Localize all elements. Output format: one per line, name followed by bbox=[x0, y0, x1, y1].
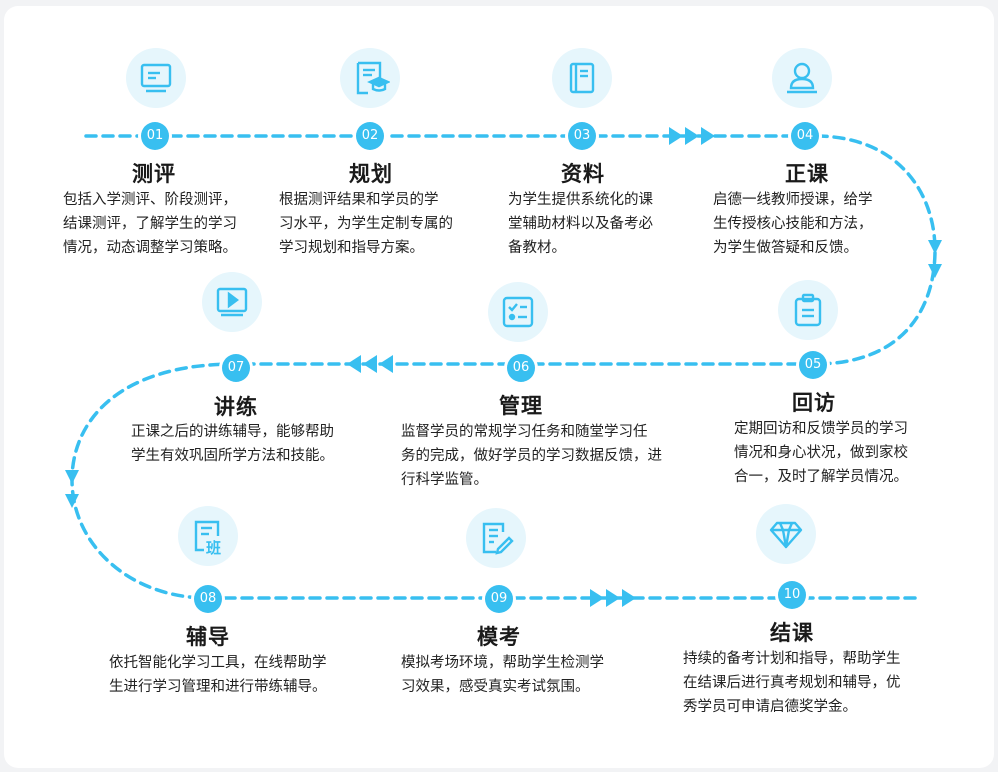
desc-line: 启德一线教师授课，给学 bbox=[713, 192, 873, 208]
step-6-icon-wrap bbox=[488, 282, 548, 342]
desc-line: 情况和身心状况，做到家校 bbox=[734, 445, 908, 461]
arrow-down-icon bbox=[928, 240, 942, 254]
step-5-title: 回访 bbox=[792, 392, 836, 415]
desc-line: 学生有效巩固所学方法和技能。 bbox=[131, 448, 334, 464]
arrow-down-icon bbox=[65, 470, 79, 484]
step-2-title: 规划 bbox=[349, 163, 393, 186]
step-1-description: 包括入学测评、阶段测评， 结课测评，了解学生的学习 情况，动态调整学习策略。 bbox=[63, 188, 237, 260]
arrow-right-icon bbox=[701, 127, 715, 145]
desc-line: 包括入学测评、阶段测评， bbox=[63, 192, 237, 208]
step-4-title: 正课 bbox=[785, 163, 829, 186]
arrow-right-icon bbox=[669, 127, 683, 145]
desc-line: 习效果，感受真实考试氛围。 bbox=[401, 679, 590, 695]
document-graduation-cap-icon bbox=[356, 61, 390, 95]
desc-line: 为学生做答疑和反馈。 bbox=[713, 240, 858, 256]
step-3-number-badge: 03 bbox=[568, 122, 596, 150]
step-6-number-badge: 06 bbox=[507, 354, 535, 382]
step-3-description: 为学生提供系统化的课 堂辅助材料以及备考必 备教材。 bbox=[508, 188, 653, 260]
exam-paper-pencil-icon bbox=[482, 522, 514, 555]
step-2-number-badge: 02 bbox=[356, 122, 384, 150]
class-document-icon: 班 bbox=[194, 520, 221, 556]
step-10-number-badge: 10 bbox=[778, 581, 806, 609]
flow-path-row1 bbox=[84, 134, 937, 366]
step-10-title: 结课 bbox=[770, 622, 814, 645]
arrow-right-icon bbox=[622, 589, 636, 607]
step-7-title: 讲练 bbox=[214, 396, 258, 419]
step-3-icon-wrap bbox=[552, 48, 612, 108]
desc-line: 持续的备考计划和指导，帮助学生 bbox=[683, 651, 901, 667]
desc-line: 习水平，为学生定制专属的 bbox=[279, 216, 453, 232]
step-4-icon-wrap bbox=[772, 48, 832, 108]
diagram-panel bbox=[4, 6, 994, 768]
arrow-down-icon bbox=[65, 494, 79, 508]
step-3-title: 资料 bbox=[561, 163, 605, 186]
step-6-title: 管理 bbox=[499, 395, 543, 418]
desc-line: 情况，动态调整学习策略。 bbox=[63, 240, 237, 256]
step-1-icon-wrap bbox=[126, 48, 186, 108]
step-5-number-badge: 05 bbox=[799, 351, 827, 379]
arrow-left-icon bbox=[363, 355, 377, 373]
desc-line: 生传授核心技能和方法， bbox=[713, 216, 873, 232]
arrow-left-icon bbox=[347, 355, 361, 373]
step-8-description: 依托智能化学习工具，在线帮助学 生进行学习管理和进行带练辅导。 bbox=[109, 651, 327, 699]
direction-arrows bbox=[65, 127, 942, 607]
desc-line: 学习规划和指导方案。 bbox=[279, 240, 424, 256]
diamond-icon bbox=[769, 521, 803, 549]
desc-line: 秀学员可申请启德奖学金。 bbox=[683, 699, 857, 715]
desc-line: 正课之后的讲练辅导，能够帮助 bbox=[131, 424, 334, 440]
step-9-title: 模考 bbox=[477, 626, 521, 649]
step-6-description: 监督学员的常规学习任务和随堂学习任 务的完成，做好学员的学习数据反馈，进 行科学… bbox=[401, 420, 662, 492]
svg-text:班: 班 bbox=[206, 539, 221, 556]
monitor-icon bbox=[140, 63, 172, 93]
arrow-right-icon bbox=[685, 127, 699, 145]
step-10-icon-wrap bbox=[756, 504, 816, 564]
step-1-title: 测评 bbox=[132, 163, 176, 186]
desc-line: 监督学员的常规学习任务和随堂学习任 bbox=[401, 424, 648, 440]
step-4-number-badge: 04 bbox=[791, 122, 819, 150]
desc-line: 生进行学习管理和进行带练辅导。 bbox=[109, 679, 327, 695]
clipboard-icon bbox=[794, 293, 822, 327]
teacher-at-desk-icon bbox=[787, 62, 817, 94]
desc-line: 依托智能化学习工具，在线帮助学 bbox=[109, 655, 327, 671]
step-5-description: 定期回访和反馈学员的学习 情况和身心状况，做到家校 合一，及时了解学员情况。 bbox=[734, 417, 908, 489]
desc-line: 为学生提供系统化的课 bbox=[508, 192, 653, 208]
desc-line: 定期回访和反馈学员的学习 bbox=[734, 421, 908, 437]
desc-line: 务的完成，做好学员的学习数据反馈，进 bbox=[401, 448, 662, 464]
step-4-description: 启德一线教师授课，给学 生传授核心技能和方法， 为学生做答疑和反馈。 bbox=[713, 188, 873, 260]
step-7-icon-wrap bbox=[202, 272, 262, 332]
video-play-icon bbox=[216, 287, 248, 317]
step-9-description: 模拟考场环境，帮助学生检测学 习效果，感受真实考试氛围。 bbox=[401, 651, 604, 699]
desc-line: 结课测评，了解学生的学习 bbox=[63, 216, 237, 232]
step-7-description: 正课之后的讲练辅导，能够帮助 学生有效巩固所学方法和技能。 bbox=[131, 420, 334, 468]
step-9-icon-wrap bbox=[466, 508, 526, 568]
arrow-right-icon bbox=[606, 589, 620, 607]
step-1-number-badge: 01 bbox=[141, 122, 169, 150]
step-10-description: 持续的备考计划和指导，帮助学生 在结课后进行真考规划和辅导，优 秀学员可申请启德… bbox=[683, 647, 901, 719]
step-8-number-badge: 08 bbox=[194, 585, 222, 613]
arrow-right-icon bbox=[590, 589, 604, 607]
desc-line: 根据测评结果和学员的学 bbox=[279, 192, 439, 208]
step-8-title: 辅导 bbox=[186, 626, 230, 649]
desc-line: 堂辅助材料以及备考必 bbox=[508, 216, 653, 232]
book-icon bbox=[569, 62, 595, 94]
step-2-description: 根据测评结果和学员的学 习水平，为学生定制专属的 学习规划和指导方案。 bbox=[279, 188, 453, 260]
step-5-icon-wrap bbox=[778, 280, 838, 340]
desc-line: 合一，及时了解学员情况。 bbox=[734, 469, 908, 485]
desc-line: 行科学监管。 bbox=[401, 472, 488, 488]
checklist-icon bbox=[502, 296, 534, 328]
step-8-icon-wrap: 班 bbox=[178, 506, 238, 566]
arrow-down-icon bbox=[928, 264, 942, 278]
step-7-number-badge: 07 bbox=[222, 354, 250, 382]
desc-line: 在结课后进行真考规划和辅导，优 bbox=[683, 675, 901, 691]
step-2-icon-wrap bbox=[340, 48, 400, 108]
step-9-number-badge: 09 bbox=[485, 585, 513, 613]
desc-line: 备教材。 bbox=[508, 240, 566, 256]
arrow-left-icon bbox=[379, 355, 393, 373]
desc-line: 模拟考场环境，帮助学生检测学 bbox=[401, 655, 604, 671]
